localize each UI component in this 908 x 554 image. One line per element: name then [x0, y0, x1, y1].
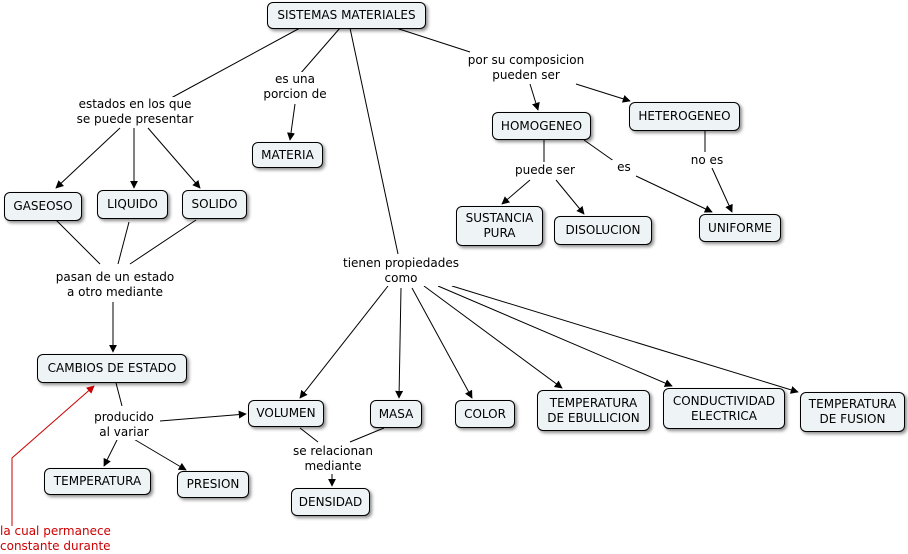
node-liquido[interactable]: LIQUIDO: [97, 190, 168, 219]
link-label-puede-ser: puede ser: [506, 163, 584, 178]
node-cambios-de-estado[interactable]: CAMBIOS DE ESTADO: [37, 354, 187, 383]
node-masa[interactable]: MASA: [370, 400, 422, 428]
node-heterogeneo[interactable]: HETEROGENEO: [629, 102, 740, 131]
node-conductividad-electrica[interactable]: CONDUCTIVIDAD ELECTRICA: [663, 388, 785, 429]
node-temperatura[interactable]: TEMPERATURA: [44, 468, 151, 495]
link-label-producido: producido al variar: [88, 410, 160, 440]
node-presion[interactable]: PRESION: [177, 471, 249, 498]
node-disolucion[interactable]: DISOLUCION: [554, 216, 652, 245]
node-temperatura-de-fusion[interactable]: TEMPERATURA DE FUSION: [800, 392, 905, 432]
link-label-permanece: la cual permanece constante durante: [0, 524, 111, 553]
node-sistemas-materiales[interactable]: SISTEMAS MATERIALES: [267, 2, 426, 29]
node-sustancia-pura[interactable]: SUSTANCIA PURA: [456, 206, 543, 246]
node-temperatura-de-ebullicion[interactable]: TEMPERATURA DE EBULLICION: [537, 390, 650, 431]
link-label-pasan: pasan de un estado a otro mediante: [44, 270, 186, 300]
link-label-composicion: por su composicion pueden ser: [452, 53, 600, 83]
node-gaseoso[interactable]: GASEOSO: [4, 192, 82, 221]
link-label-es: es: [612, 160, 636, 175]
link-label-propiedades: tienen propiedades como: [334, 256, 468, 286]
node-homogeneo[interactable]: HOMOGENEO: [492, 112, 591, 140]
node-color[interactable]: COLOR: [455, 400, 515, 428]
link-label-porcion: es una porcion de: [256, 72, 334, 102]
node-solido[interactable]: SOLIDO: [182, 190, 247, 219]
node-uniforme[interactable]: UNIFORME: [699, 214, 781, 242]
link-label-no-es: no es: [684, 153, 730, 168]
node-densidad[interactable]: DENSIDAD: [291, 488, 370, 516]
link-label-estados: estados en los que se puede presentar: [66, 97, 204, 127]
link-label-relacionan: se relacionan mediante: [284, 444, 382, 474]
node-volumen[interactable]: VOLUMEN: [248, 400, 324, 427]
node-materia[interactable]: MATERIA: [252, 142, 323, 168]
